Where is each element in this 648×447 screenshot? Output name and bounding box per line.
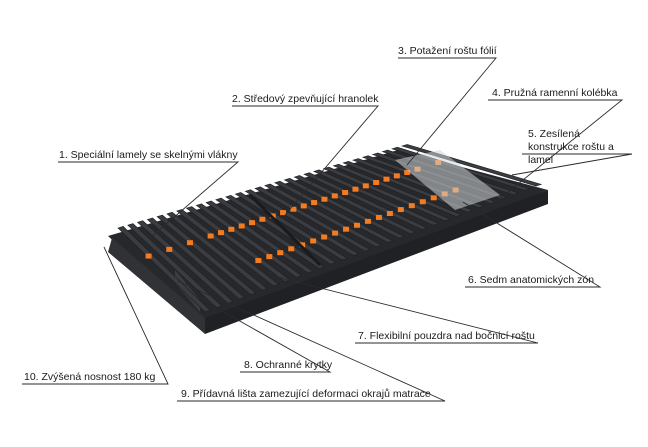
slat-cap bbox=[266, 254, 273, 260]
slat-cap bbox=[217, 230, 224, 236]
slat-cap bbox=[342, 190, 349, 196]
slat bbox=[166, 211, 268, 291]
leader-9 bbox=[177, 280, 446, 402]
slat-cap bbox=[331, 193, 338, 199]
slat-cap bbox=[362, 183, 369, 189]
film-cover bbox=[395, 150, 500, 210]
slat-cap bbox=[311, 200, 318, 206]
slat-cap bbox=[397, 207, 404, 213]
slat-cap bbox=[383, 176, 390, 182]
slat-cap bbox=[238, 223, 245, 229]
slat-cap bbox=[386, 211, 393, 216]
slat-cap bbox=[310, 238, 317, 244]
slat bbox=[136, 220, 234, 304]
slat bbox=[332, 163, 463, 217]
leader-4 bbox=[488, 99, 624, 206]
label-film-cover: 3. Potažení roštu fólií bbox=[398, 45, 497, 57]
slat-cap bbox=[352, 186, 359, 192]
slat bbox=[313, 169, 440, 226]
slat bbox=[244, 189, 360, 256]
slat bbox=[322, 166, 451, 222]
slat-cap bbox=[207, 233, 214, 239]
frame-side-rail-long bbox=[205, 190, 548, 334]
slat-cap bbox=[166, 246, 173, 252]
slat-cap bbox=[343, 226, 350, 232]
slat-cap bbox=[255, 258, 262, 264]
slat-cap bbox=[419, 199, 426, 205]
slat bbox=[303, 172, 428, 230]
leader-7 bbox=[272, 275, 539, 344]
slat-cap bbox=[186, 240, 193, 246]
slat bbox=[117, 226, 211, 313]
label-seven-zones: 6. Sedm anatomických zón bbox=[468, 274, 595, 286]
slat-cap bbox=[228, 226, 235, 232]
slat bbox=[127, 223, 223, 308]
leader-lines bbox=[22, 57, 633, 402]
slat-cap bbox=[280, 210, 287, 216]
label-reinforced-construction: 5. Zesílená konstrukce roštu a lamel bbox=[528, 128, 614, 166]
slat-cap bbox=[375, 214, 382, 220]
leader-2 bbox=[232, 105, 379, 216]
label-slats-glass-fiber: 1. Speciální lamely se skelnými vlákny bbox=[59, 149, 238, 161]
slat-cap bbox=[321, 234, 328, 240]
label-protective-caps: 8. Ochranné krytky bbox=[244, 359, 333, 371]
slat-cap bbox=[408, 203, 415, 209]
slat-cap bbox=[321, 196, 328, 202]
slat bbox=[176, 209, 280, 287]
slat-cap bbox=[430, 195, 437, 201]
slat bbox=[156, 214, 257, 295]
slat bbox=[283, 178, 406, 239]
slat-cap bbox=[404, 169, 411, 175]
label-flexible-sleeves: 7. Flexibilní pouzdra nad bočnicí roštu bbox=[358, 330, 535, 342]
leader-1 bbox=[58, 161, 240, 239]
leader-3 bbox=[398, 57, 497, 166]
center-beam bbox=[248, 193, 322, 267]
slat-cap bbox=[364, 218, 371, 224]
slat bbox=[264, 183, 383, 248]
slat-cap bbox=[300, 203, 307, 209]
leader-8 bbox=[221, 310, 332, 373]
leader-6 bbox=[462, 201, 602, 288]
slat-cap bbox=[373, 180, 380, 186]
slat bbox=[293, 175, 417, 235]
slat-cap bbox=[288, 246, 295, 252]
slat bbox=[195, 203, 303, 278]
slat bbox=[273, 180, 394, 243]
frame-side-rail bbox=[108, 238, 205, 334]
leader-5 bbox=[511, 153, 633, 176]
slat-cap bbox=[354, 222, 360, 228]
label-edge-strip: 9. Přídavná lišta zamezující deformaci o… bbox=[181, 388, 431, 400]
slat bbox=[215, 197, 326, 269]
slat bbox=[205, 200, 314, 274]
slat-cap bbox=[393, 173, 400, 179]
slat bbox=[254, 186, 371, 252]
slat-cap bbox=[259, 216, 266, 222]
leader-10 bbox=[22, 246, 169, 385]
slat bbox=[146, 217, 246, 300]
label-load-capacity: 10. Zvýšená nosnost 180 kg bbox=[24, 371, 156, 383]
slat bbox=[342, 161, 474, 213]
label-center-beam: 2. Středový zpevňující hranolek bbox=[232, 93, 379, 105]
slat-cap bbox=[290, 206, 297, 212]
slat-cap bbox=[249, 220, 256, 226]
slat-cap bbox=[277, 250, 284, 256]
slat-cap bbox=[299, 242, 306, 248]
label-shoulder-cradle: 4. Pružná ramenní kolébka bbox=[492, 87, 618, 99]
slat-cap bbox=[145, 253, 152, 259]
slat-cap bbox=[332, 230, 339, 236]
